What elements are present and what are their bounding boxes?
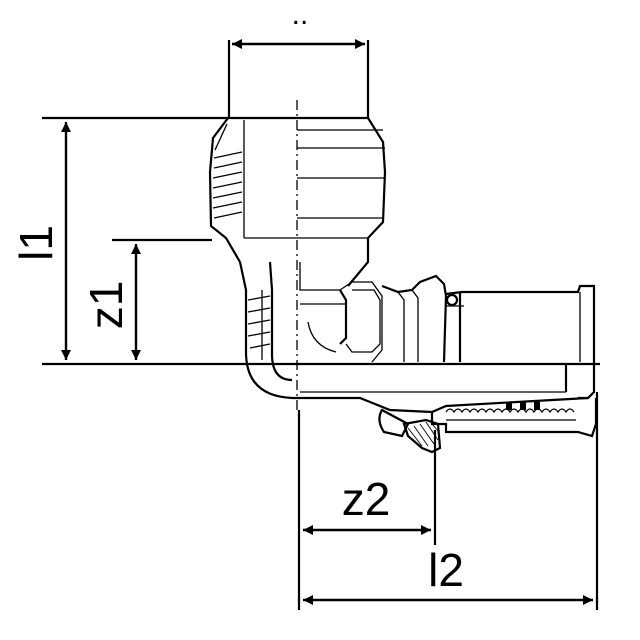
threaded-socket <box>208 116 387 287</box>
elbow-hatching <box>247 295 271 349</box>
z2-label: z2 <box>342 473 391 525</box>
sleeve-teeth <box>445 402 576 421</box>
l2-label: l2 <box>428 544 464 596</box>
z2-dimension: z2 <box>297 410 437 610</box>
l2-dimension: l2 <box>303 392 599 610</box>
socket-thread-marks <box>212 151 243 219</box>
z1-dimension: z1 <box>80 238 212 360</box>
l1-label: l1 <box>10 225 62 261</box>
press-outlet <box>300 274 596 414</box>
elbow-body <box>238 261 383 400</box>
top-dimension-label: .. <box>292 0 309 31</box>
z1-label: z1 <box>80 281 132 330</box>
seal-section <box>378 398 598 454</box>
top-width-dimension: .. <box>227 0 370 118</box>
centerlines <box>236 100 600 412</box>
